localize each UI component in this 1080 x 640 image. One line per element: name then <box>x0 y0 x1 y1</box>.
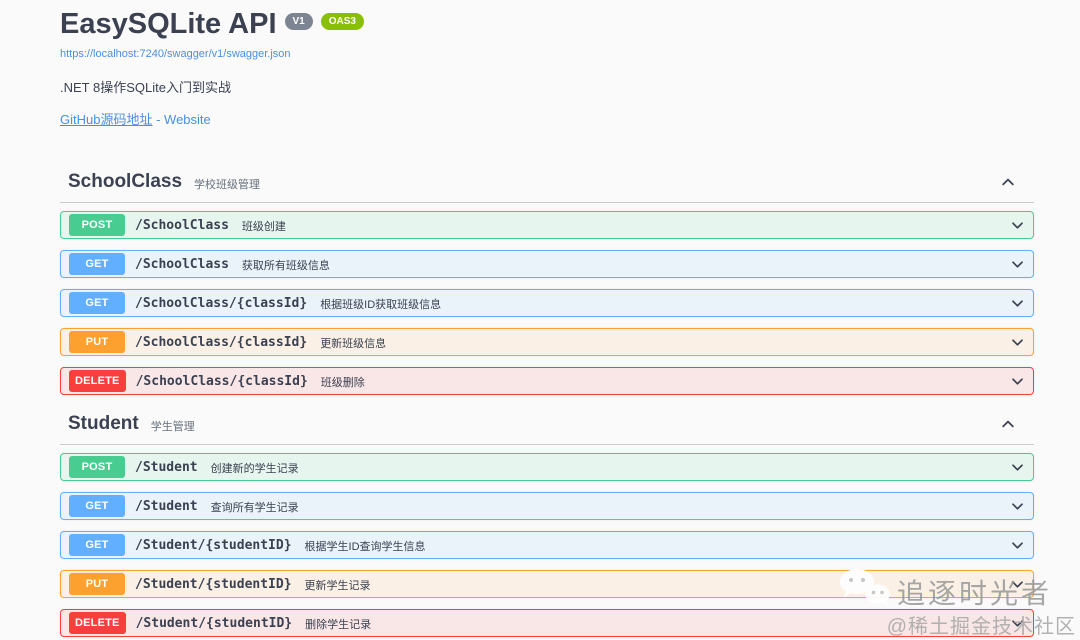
chevron-down-icon[interactable] <box>1010 460 1025 475</box>
method-badge: GET <box>69 534 125 556</box>
swagger-page: EasySQLite API V1 OAS3 https://localhost… <box>60 0 1034 637</box>
endpoint-path: /Student/{studentID} <box>135 615 293 631</box>
tag-section-student: Student 学生管理 POST /Student 创建新的学生记录 GET … <box>60 407 1034 637</box>
api-header: EasySQLite API V1 OAS3 <box>60 8 1034 41</box>
external-links: GitHub源码地址 - Website <box>60 109 1034 128</box>
endpoint-summary: 创建新的学生记录 <box>210 462 299 475</box>
endpoint-row[interactable]: DELETE /SchoolClass/{classId} 班级删除 <box>60 367 1034 395</box>
method-badge: GET <box>69 253 125 275</box>
endpoint-row[interactable]: DELETE /Student/{studentID} 删除学生记录 <box>60 609 1034 637</box>
endpoints-list: POST /SchoolClass 班级创建 GET /SchoolClass … <box>60 211 1034 395</box>
endpoint-path: /SchoolClass <box>135 256 229 272</box>
chevron-down-icon[interactable] <box>1010 616 1025 631</box>
method-badge: GET <box>69 292 125 314</box>
method-badge: GET <box>69 495 125 517</box>
chevron-down-icon[interactable] <box>1010 374 1025 389</box>
endpoint-summary: 查询所有学生记录 <box>210 501 299 514</box>
method-badge: DELETE <box>69 370 126 392</box>
website-link[interactable]: Website <box>164 112 211 127</box>
endpoint-row[interactable]: POST /SchoolClass 班级创建 <box>60 211 1034 239</box>
endpoint-path: /Student/{studentID} <box>135 576 292 592</box>
endpoint-path: /SchoolClass/{classId} <box>135 334 308 350</box>
section-subtitle: 学生管理 <box>150 420 195 433</box>
chevron-down-icon[interactable] <box>1010 296 1025 311</box>
github-link[interactable]: GitHub源码地址 <box>60 112 153 127</box>
method-badge: POST <box>69 456 125 478</box>
endpoint-row[interactable]: PUT /SchoolClass/{classId} 更新班级信息 <box>60 328 1034 356</box>
endpoint-path: /SchoolClass/{classId} <box>135 295 308 311</box>
endpoint-summary: 根据班级ID获取班级信息 <box>320 298 442 311</box>
chevron-down-icon[interactable] <box>1010 577 1025 592</box>
section-title: SchoolClass <box>68 171 183 192</box>
endpoint-row[interactable]: GET /SchoolClass/{classId} 根据班级ID获取班级信息 <box>60 289 1034 317</box>
method-badge: DELETE <box>69 612 126 634</box>
endpoint-summary: 更新学生记录 <box>304 579 371 592</box>
endpoint-path: /Student <box>135 459 198 475</box>
page-title: EasySQLite API <box>60 8 277 40</box>
endpoint-summary: 根据学生ID查询学生信息 <box>304 540 426 553</box>
chevron-up-icon[interactable] <box>1000 416 1016 432</box>
chevron-down-icon[interactable] <box>1010 257 1025 272</box>
method-badge: PUT <box>69 331 125 353</box>
oas3-badge: OAS3 <box>320 13 364 30</box>
endpoint-summary: 更新班级信息 <box>320 337 387 350</box>
chevron-down-icon[interactable] <box>1010 218 1025 233</box>
version-badge: V1 <box>284 13 313 30</box>
section-subtitle: 学校班级管理 <box>194 178 261 191</box>
endpoint-row[interactable]: GET /SchoolClass 获取所有班级信息 <box>60 250 1034 278</box>
endpoint-path: /Student <box>135 498 198 514</box>
endpoint-path: /Student/{studentID} <box>135 537 292 553</box>
endpoint-row[interactable]: PUT /Student/{studentID} 更新学生记录 <box>60 570 1034 598</box>
section-header-schoolclass[interactable]: SchoolClass 学校班级管理 <box>60 165 1034 203</box>
endpoint-summary: 删除学生记录 <box>305 618 372 631</box>
section-title: Student <box>68 413 139 434</box>
tag-section-schoolclass: SchoolClass 学校班级管理 POST /SchoolClass 班级创… <box>60 165 1034 395</box>
endpoint-path: /SchoolClass <box>135 217 229 233</box>
spec-url-link[interactable]: https://localhost:7240/swagger/v1/swagge… <box>60 48 291 60</box>
method-badge: PUT <box>69 573 125 595</box>
chevron-up-icon[interactable] <box>1000 174 1016 190</box>
endpoint-row[interactable]: POST /Student 创建新的学生记录 <box>60 453 1034 481</box>
chevron-down-icon[interactable] <box>1010 538 1025 553</box>
method-badge: POST <box>69 214 125 236</box>
chevron-down-icon[interactable] <box>1010 335 1025 350</box>
section-header-student[interactable]: Student 学生管理 <box>60 407 1034 445</box>
endpoints-list: POST /Student 创建新的学生记录 GET /Student 查询所有… <box>60 453 1034 637</box>
links-separator: - <box>152 112 165 127</box>
endpoint-summary: 班级删除 <box>320 376 365 389</box>
endpoint-path: /SchoolClass/{classId} <box>135 373 308 389</box>
api-description: .NET 8操作SQLite入门到实战 <box>60 80 231 95</box>
chevron-down-icon[interactable] <box>1010 499 1025 514</box>
endpoint-summary: 班级创建 <box>241 220 286 233</box>
endpoint-row[interactable]: GET /Student 查询所有学生记录 <box>60 492 1034 520</box>
endpoint-summary: 获取所有班级信息 <box>241 259 330 272</box>
endpoint-row[interactable]: GET /Student/{studentID} 根据学生ID查询学生信息 <box>60 531 1034 559</box>
